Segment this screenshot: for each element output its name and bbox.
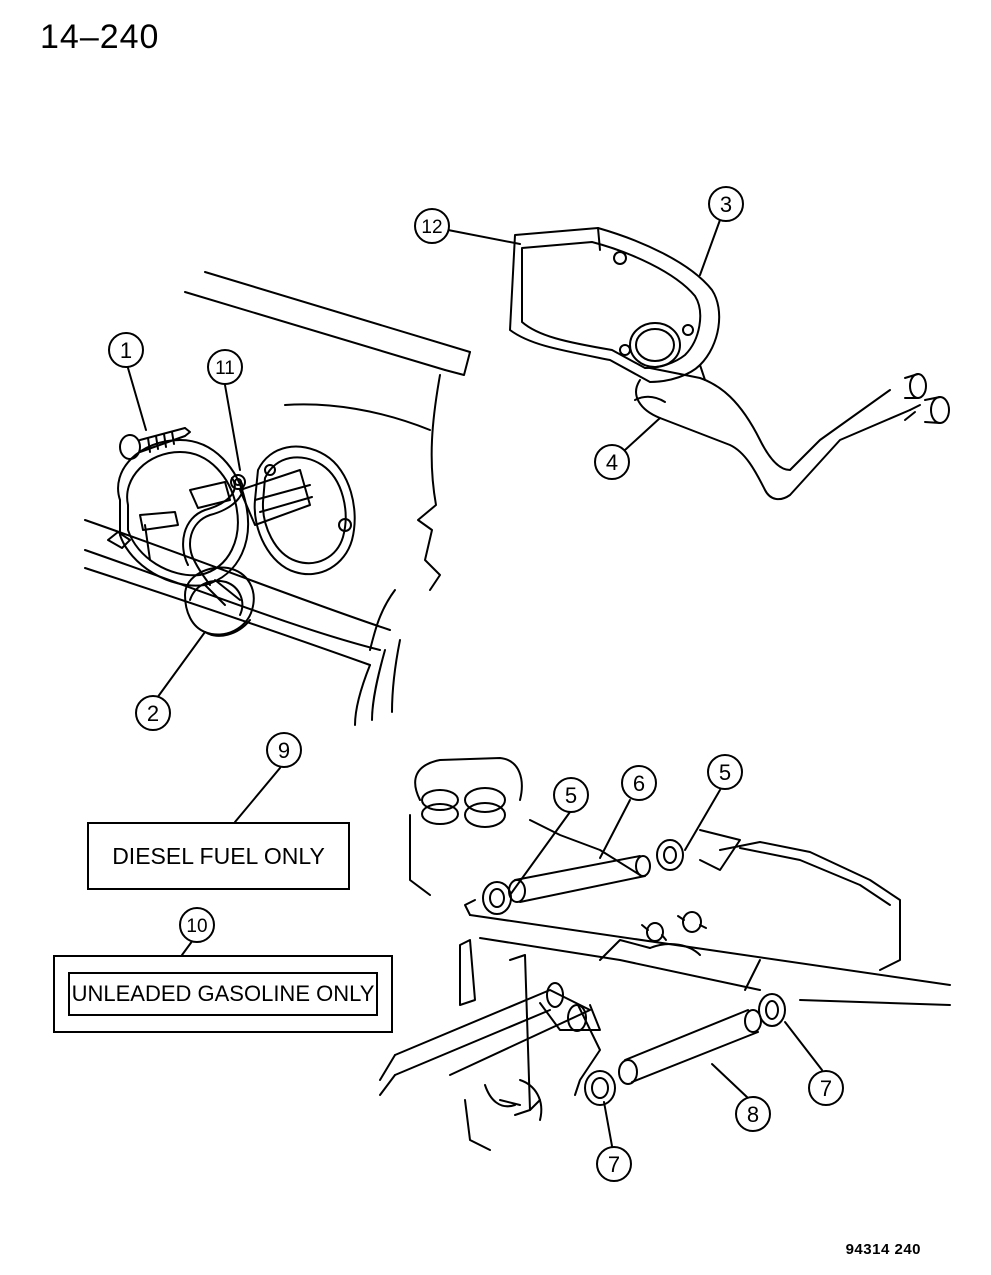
filler-tube (634, 367, 950, 501)
svg-text:3: 3 (720, 192, 732, 217)
callout-5-left: 5 (553, 777, 589, 813)
svg-text:12: 12 (421, 217, 442, 238)
callout-5-right: 5 (707, 754, 743, 790)
svg-text:7: 7 (820, 1076, 832, 1101)
callout-7-right: 7 (808, 1070, 844, 1106)
svg-text:10: 10 (186, 916, 207, 937)
callouts: 1 2 3 4 5 5 6 7 (108, 186, 844, 1182)
diesel-fuel-label: DIESEL FUEL ONLY (87, 822, 350, 890)
figure-code: 94314 240 (845, 1241, 921, 1258)
fuel-tank (409, 757, 951, 1006)
unleaded-gasoline-label: UNLEADED GASOLINE ONLY (53, 955, 393, 1033)
page-number: 14–240 (40, 18, 160, 56)
nipple-connectors (641, 911, 707, 942)
callout-9: 9 (266, 732, 302, 768)
callout-11: 11 (207, 349, 243, 385)
callout-1: 1 (108, 332, 144, 368)
svg-text:2: 2 (147, 701, 159, 726)
svg-text:5: 5 (565, 783, 577, 808)
leader-lines (127, 219, 823, 1147)
callout-7-left: 7 (596, 1146, 632, 1182)
callout-8: 8 (735, 1096, 771, 1132)
callout-3: 3 (708, 186, 744, 222)
unleaded-gasoline-label-text: UNLEADED GASOLINE ONLY (71, 981, 375, 1006)
callout-2: 2 (135, 695, 171, 731)
clamp-lower-right (758, 993, 786, 1027)
fuel-filler-door (107, 439, 250, 587)
callout-6: 6 (621, 765, 657, 801)
body-panel (84, 271, 471, 726)
unleaded-gasoline-label-inner-frame: UNLEADED GASOLINE ONLY (68, 972, 378, 1016)
clamp-upper-right (656, 839, 684, 871)
fuel-cap (184, 566, 255, 637)
svg-text:4: 4 (606, 450, 618, 475)
filler-housing-opening (239, 445, 356, 576)
tether-strap (182, 474, 246, 586)
fill-tube-end (379, 982, 601, 1096)
svg-text:5: 5 (719, 760, 731, 785)
clamp-upper-left (482, 881, 512, 915)
svg-text:8: 8 (747, 1102, 759, 1127)
svg-text:1: 1 (120, 338, 132, 363)
tank-bracket (459, 939, 543, 1151)
svg-text:6: 6 (633, 771, 645, 796)
diesel-fuel-label-text: DIESEL FUEL ONLY (112, 842, 325, 869)
svg-text:9: 9 (278, 738, 290, 763)
fill-hose-lower (618, 1009, 762, 1085)
callout-12: 12 (414, 208, 450, 244)
vent-hose-upper (508, 855, 651, 903)
svg-text:7: 7 (608, 1152, 620, 1177)
callout-10: 10 (179, 907, 215, 943)
callout-4: 4 (594, 444, 630, 480)
svg-text:11: 11 (215, 358, 235, 379)
screw (119, 427, 191, 460)
filler-housing (509, 227, 721, 383)
clamp-lower-left (584, 1070, 616, 1106)
